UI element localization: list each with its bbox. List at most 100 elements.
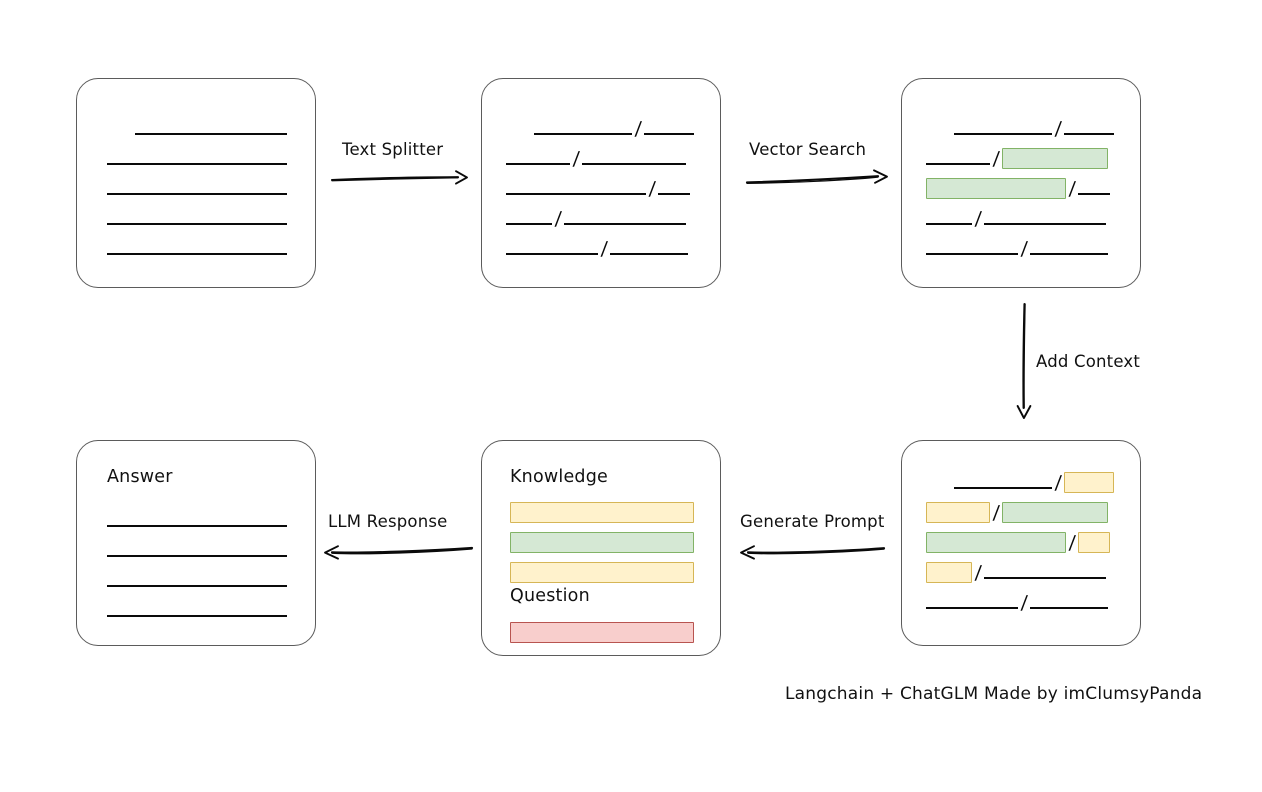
text-row	[107, 149, 287, 167]
chunk-separator-slash: /	[992, 148, 1001, 170]
arrow-text-splitter-shaft	[330, 170, 468, 185]
text-row	[510, 621, 694, 643]
chunk-separator-slash: /	[634, 118, 643, 140]
text-line-segment	[506, 163, 570, 165]
box-split-chunks[interactable]: / / / / /	[481, 78, 721, 288]
arrow-text-splitter: Text Splitter	[330, 140, 470, 190]
text-row	[510, 501, 694, 523]
arrow-text-splitter-label: Text Splitter	[342, 140, 444, 159]
text-row: /	[926, 592, 1109, 614]
chunk-separator-slash: /	[1020, 238, 1029, 260]
text-row: /	[926, 177, 1111, 200]
highlight-chip-yellow[interactable]	[1078, 531, 1111, 553]
chunk-separator-slash: /	[1054, 472, 1063, 494]
text-line-segment	[984, 223, 1107, 225]
chunk-separator-slash: /	[992, 502, 1001, 524]
box-retrieved-chunks[interactable]: / / / / /	[901, 78, 1141, 288]
text-row	[107, 239, 287, 257]
text-row: /	[926, 501, 1109, 524]
box-source-document[interactable]	[76, 78, 316, 288]
text-row	[135, 119, 287, 137]
box-context-chunks[interactable]: / / / / /	[901, 440, 1141, 646]
text-row	[107, 511, 287, 529]
text-line-segment	[1030, 607, 1109, 609]
text-line-segment	[135, 133, 287, 135]
text-line-segment	[954, 133, 1052, 135]
text-line-segment	[107, 525, 287, 527]
highlight-chip-yellow[interactable]	[926, 561, 972, 583]
text-line-segment	[534, 133, 632, 135]
text-row	[510, 561, 694, 583]
text-line-segment	[984, 577, 1107, 579]
chunk-separator-slash: /	[1068, 532, 1077, 554]
chunk-separator-slash: /	[974, 208, 983, 230]
text-row: /	[506, 208, 687, 230]
box-prompt[interactable]: Knowledge Question	[481, 440, 721, 656]
question-heading: Question	[510, 586, 590, 606]
text-line-segment	[107, 163, 287, 165]
arrow-add-context: Add Context	[1005, 300, 1155, 422]
arrow-llm-response-label: LLM Response	[328, 512, 448, 531]
text-line-segment	[107, 585, 287, 587]
highlight-chip-green[interactable]	[510, 531, 694, 553]
text-line-segment	[107, 223, 287, 225]
text-row: /	[506, 178, 691, 200]
arrow-vector-search-label: Vector Search	[749, 140, 867, 159]
text-row	[107, 541, 287, 559]
knowledge-heading: Knowledge	[510, 467, 608, 487]
highlight-chip-green[interactable]	[1002, 147, 1109, 169]
text-line-segment	[658, 193, 691, 195]
text-line-segment	[1064, 133, 1115, 135]
text-line-segment	[107, 555, 287, 557]
highlight-chip-green[interactable]	[926, 177, 1066, 199]
text-row	[107, 601, 287, 619]
arrow-generate-prompt-label: Generate Prompt	[740, 512, 885, 531]
highlight-chip-red[interactable]	[510, 621, 694, 643]
highlight-chip-green[interactable]	[926, 531, 1066, 553]
chunk-separator-slash: /	[600, 238, 609, 260]
text-line-segment	[926, 253, 1018, 255]
text-line-segment	[926, 607, 1018, 609]
text-line-segment	[107, 253, 287, 255]
text-line-segment	[506, 193, 646, 195]
text-line-segment	[610, 253, 689, 255]
text-row	[107, 209, 287, 227]
highlight-chip-yellow[interactable]	[926, 501, 990, 523]
answer-heading: Answer	[107, 467, 173, 487]
text-row: /	[954, 118, 1115, 140]
footer-credit: Langchain + ChatGLM Made by imClumsyPand…	[785, 684, 1203, 704]
arrow-vector-search: Vector Search	[745, 140, 890, 190]
text-row: /	[926, 238, 1109, 260]
text-line-segment	[1078, 193, 1111, 195]
chunk-separator-slash: /	[648, 178, 657, 200]
text-row: /	[926, 147, 1109, 170]
highlight-chip-yellow[interactable]	[1064, 471, 1115, 493]
chunk-separator-slash: /	[554, 208, 563, 230]
arrow-generate-prompt-shaft	[740, 545, 886, 560]
text-line-segment	[582, 163, 687, 165]
text-line-segment	[926, 223, 972, 225]
text-row: /	[926, 208, 1107, 230]
text-row	[510, 531, 694, 553]
arrow-generate-prompt: Generate Prompt	[738, 512, 886, 562]
text-row: /	[534, 118, 695, 140]
text-row: /	[506, 238, 689, 260]
text-line-segment	[506, 253, 598, 255]
box-answer[interactable]: Answer	[76, 440, 316, 646]
text-line-segment	[644, 133, 695, 135]
chunk-separator-slash: /	[1020, 592, 1029, 614]
chunk-separator-slash: /	[572, 148, 581, 170]
text-line-segment	[926, 163, 990, 165]
text-line-segment	[564, 223, 687, 225]
highlight-chip-green[interactable]	[1002, 501, 1109, 523]
arrow-llm-response-shaft	[324, 545, 474, 560]
text-row	[107, 571, 287, 589]
chunk-separator-slash: /	[1054, 118, 1063, 140]
highlight-chip-yellow[interactable]	[510, 561, 694, 583]
highlight-chip-yellow[interactable]	[510, 501, 694, 523]
chunk-separator-slash: /	[1068, 178, 1077, 200]
text-line-segment	[107, 615, 287, 617]
text-row	[107, 179, 287, 197]
text-row: /	[926, 561, 1107, 584]
